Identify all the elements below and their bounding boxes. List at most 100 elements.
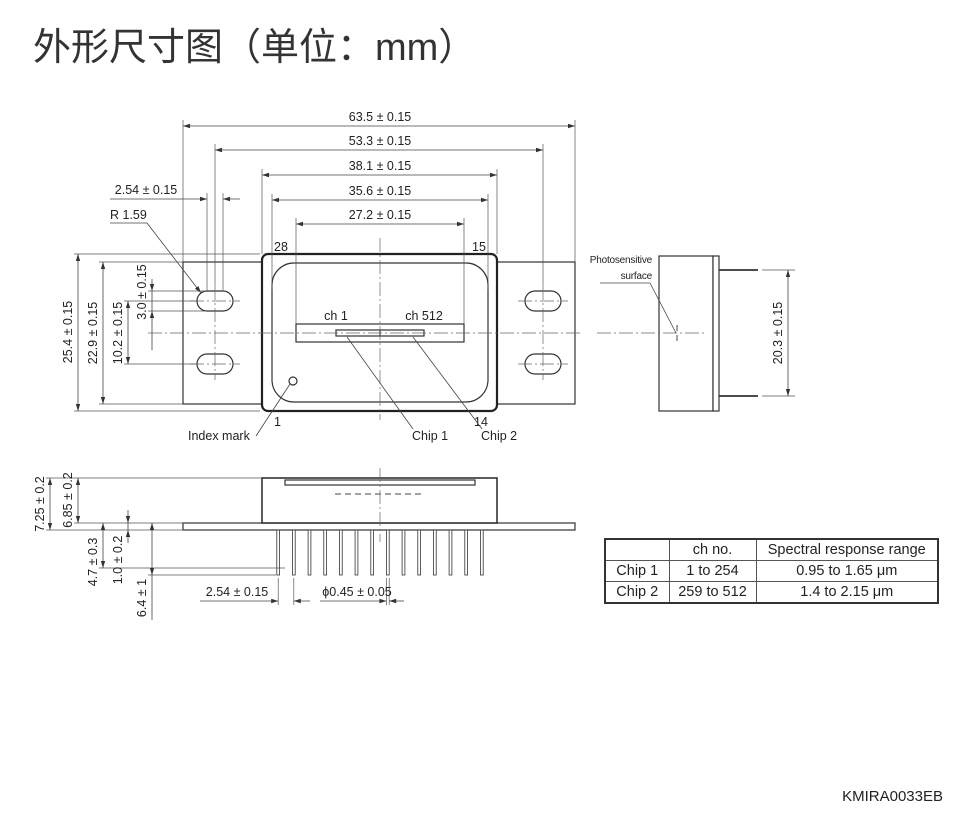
pin xyxy=(370,529,374,576)
side-view: Photosensitive surface 20.3 ± 0.15 xyxy=(590,255,795,412)
arrowhead xyxy=(296,221,303,227)
index-mark-circle xyxy=(288,376,298,386)
pin xyxy=(307,529,312,576)
dimension-text: 10.2 ± 0.15 xyxy=(111,302,125,365)
side-body xyxy=(658,255,714,412)
table-header-ch-no: ch no. xyxy=(668,538,757,561)
arrowhead xyxy=(149,523,155,530)
pin-number-14: 14 xyxy=(474,415,488,429)
pin xyxy=(479,529,484,576)
dim-slot-straight: 2.54 ± 0.15 xyxy=(110,183,240,291)
dimension-text: 22.9 ± 0.15 xyxy=(86,302,100,365)
table-cell-range: 0.95 to 1.65 μm xyxy=(755,560,939,582)
pin-number-1: 1 xyxy=(274,415,281,429)
dim-overall-width: 63.5 ± 0.15 xyxy=(182,110,576,262)
arrowhead xyxy=(47,523,53,530)
dimension-text: 63.5 ± 0.15 xyxy=(349,110,412,124)
dim-pin-diameter: ϕ0.45 ± 0.05 xyxy=(320,578,404,605)
dim-window-width: 35.6 ± 0.15 xyxy=(271,184,489,290)
pin xyxy=(354,529,359,576)
dimension-text: 20.3 ± 0.15 xyxy=(771,302,785,365)
dimension-text: R 1.59 xyxy=(110,208,147,222)
arrowhead xyxy=(272,197,279,203)
arrowhead xyxy=(223,196,230,202)
dim-pin-length: 4.7 ± 0.3 xyxy=(86,523,285,586)
page-title: 外形尺寸图（单位：mm） xyxy=(33,27,476,69)
leader-line xyxy=(146,222,202,294)
table-header-empty xyxy=(604,538,670,561)
arrowhead xyxy=(457,221,464,227)
photosensitive-label: Photosensitive xyxy=(590,255,653,266)
arrowhead xyxy=(293,598,301,604)
dimension-text: 7.25 ± 0.2 xyxy=(33,476,47,532)
dim-lead-length: 6.4 ± 1 xyxy=(135,523,276,620)
arrowhead xyxy=(100,561,106,568)
arrowhead xyxy=(100,523,106,530)
dimension-text: 38.1 ± 0.15 xyxy=(349,159,412,173)
dim-front-body-height: 6.85 ± 0.2 xyxy=(61,472,183,528)
dim-slot-height: 3.0 ± 0.15 xyxy=(135,264,205,350)
table-cell-chip: Chip 2 xyxy=(604,581,670,604)
front-flange-plate xyxy=(182,522,576,531)
dimension-text: 3.0 ± 0.15 xyxy=(135,264,149,320)
arrowhead xyxy=(379,598,387,604)
pin xyxy=(323,529,327,576)
pin xyxy=(338,529,343,576)
dim-slot-pitch: 53.3 ± 0.15 xyxy=(214,134,544,286)
side-flange xyxy=(712,255,720,412)
table-cell-channels: 1 to 254 xyxy=(668,560,757,582)
arrowhead xyxy=(75,254,81,261)
channel-1-label: ch 1 xyxy=(324,309,348,323)
arrowhead xyxy=(125,516,131,523)
index-mark-leader xyxy=(255,383,291,437)
table-row: Chip 1 1 to 254 0.95 to 1.65 μm xyxy=(604,560,939,582)
chip-1-leader xyxy=(346,336,414,430)
drawing-code: KMIRA0033EB xyxy=(842,788,943,805)
photosensitive-leader xyxy=(649,282,677,334)
chip-2-leader xyxy=(412,336,483,430)
arrowhead xyxy=(785,270,791,277)
table-row: Chip 2 259 to 512 1.4 to 2.15 μm xyxy=(604,581,939,604)
arrowhead xyxy=(100,397,106,404)
dimension-text: 2.54 ± 0.15 xyxy=(115,183,178,197)
chip-2-label: Chip 2 xyxy=(481,429,517,443)
arrowhead xyxy=(785,389,791,396)
table-header-row: ch no. Spectral response range xyxy=(604,538,939,561)
spectral-response-table: ch no. Spectral response range Chip 1 1 … xyxy=(604,538,939,604)
arrowhead xyxy=(75,516,81,523)
chip-1-label: Chip 1 xyxy=(412,429,448,443)
dimension-text: ϕ0.45 ± 0.05 xyxy=(322,585,392,599)
dim-flange-thickness: 1.0 ± 0.2 xyxy=(111,510,131,584)
arrowhead xyxy=(262,172,269,178)
pin-number-15: 15 xyxy=(472,240,486,254)
channel-512-label: ch 512 xyxy=(405,309,443,323)
front-view: 7.25 ± 0.2 6.85 ± 0.2 4.7 ± 0.3 1.0 ± 0.… xyxy=(33,468,576,620)
arrowhead xyxy=(271,598,279,604)
dim-chip-window-width: 27.2 ± 0.15 xyxy=(295,208,465,324)
dim-body-height: 25.4 ± 0.15 xyxy=(61,253,260,412)
arrowhead xyxy=(149,284,155,291)
arrowhead xyxy=(100,262,106,269)
dimension-text: 6.4 ± 1 xyxy=(135,579,149,617)
top-view: 28 15 1 14 ch 1 ch 512 Index mark Chip 1… xyxy=(61,110,580,443)
arrowhead xyxy=(200,196,207,202)
pin xyxy=(276,529,280,576)
dimension-text: 27.2 ± 0.15 xyxy=(349,208,412,222)
dimension-text: 4.7 ± 0.3 xyxy=(86,538,100,587)
arrowhead xyxy=(215,147,222,153)
arrowhead xyxy=(125,301,131,308)
arrowhead xyxy=(568,123,575,129)
table-cell-range: 1.4 to 2.15 μm xyxy=(755,581,939,604)
arrowhead xyxy=(490,172,497,178)
dimension-text: 53.3 ± 0.15 xyxy=(349,134,412,148)
dimension-text: 6.85 ± 0.2 xyxy=(61,472,75,528)
arrowhead xyxy=(536,147,543,153)
arrowhead xyxy=(125,530,131,537)
pin xyxy=(448,529,453,576)
pin-row xyxy=(276,529,484,576)
arrowhead xyxy=(183,123,190,129)
surface-label: surface xyxy=(621,271,653,282)
arrowhead xyxy=(389,598,397,604)
table-cell-channels: 259 to 512 xyxy=(668,581,757,604)
